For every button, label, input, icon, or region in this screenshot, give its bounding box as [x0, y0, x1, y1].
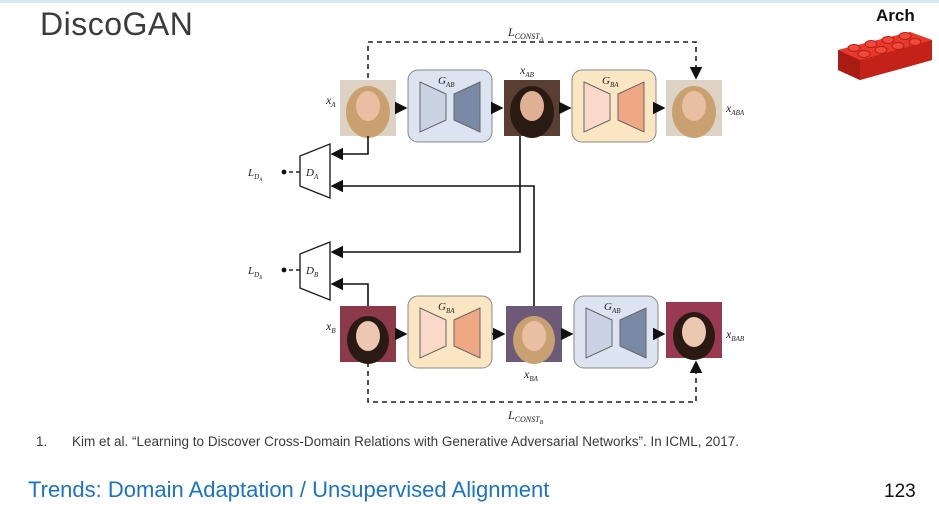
- svg-text:DB: DB: [305, 265, 319, 279]
- const-b-dashed-line: [367, 360, 703, 403]
- top-accent-line: [0, 0, 939, 3]
- discriminator-a: [299, 142, 331, 200]
- label-x-bab: xBAB: [725, 327, 745, 343]
- generator-ba-top: GBA: [571, 69, 657, 143]
- image-x-ab: [504, 80, 560, 138]
- loss-d-b-label: LDB: [247, 265, 262, 281]
- page-number: 123: [884, 481, 916, 502]
- image-x-aba: [666, 80, 722, 138]
- loss-d-a-label: LDA: [247, 167, 263, 183]
- slide-title: DiscoGAN: [40, 6, 194, 42]
- discogan-diagram: LCONSTA LCONSTB GAB: [247, 25, 745, 426]
- const-a-label: LCONSTA: [507, 25, 544, 43]
- footnote-text: Kim et al. “Learning to Discover Cross-D…: [72, 434, 740, 449]
- label-x-a: xA: [325, 93, 336, 109]
- const-b-label: LCONSTB: [507, 408, 544, 426]
- footnote-number: 1.: [36, 434, 48, 449]
- image-x-b: [340, 306, 396, 364]
- svg-text:GAB: GAB: [438, 75, 455, 89]
- lego-brick-icon: [838, 32, 932, 80]
- arch-badge-label: Arch: [876, 6, 915, 25]
- generator-ab-top: GAB: [407, 69, 493, 143]
- svg-text:DA: DA: [305, 167, 319, 181]
- footnote: 1. Kim et al. “Learning to Discover Cross…: [36, 434, 739, 449]
- const-a-dashed-line: [367, 41, 703, 80]
- svg-text:GBA: GBA: [602, 75, 619, 89]
- label-x-ab: xAB: [519, 63, 535, 79]
- label-x-aba: xABA: [725, 101, 745, 117]
- image-x-a: [340, 80, 396, 138]
- label-x-ba: xBA: [523, 367, 539, 383]
- image-x-ba: [506, 306, 562, 364]
- footer-section-title: Trends: Domain Adaptation / Unsupervised…: [28, 477, 550, 502]
- generator-ba-bottom: GBA: [407, 295, 493, 369]
- svg-text:GAB: GAB: [604, 301, 621, 315]
- discriminator-b: [299, 240, 331, 302]
- label-x-b: xB: [325, 319, 336, 335]
- image-x-bab: [666, 302, 722, 360]
- generator-ab-bottom: GAB: [573, 295, 659, 369]
- svg-text:GBA: GBA: [438, 301, 455, 315]
